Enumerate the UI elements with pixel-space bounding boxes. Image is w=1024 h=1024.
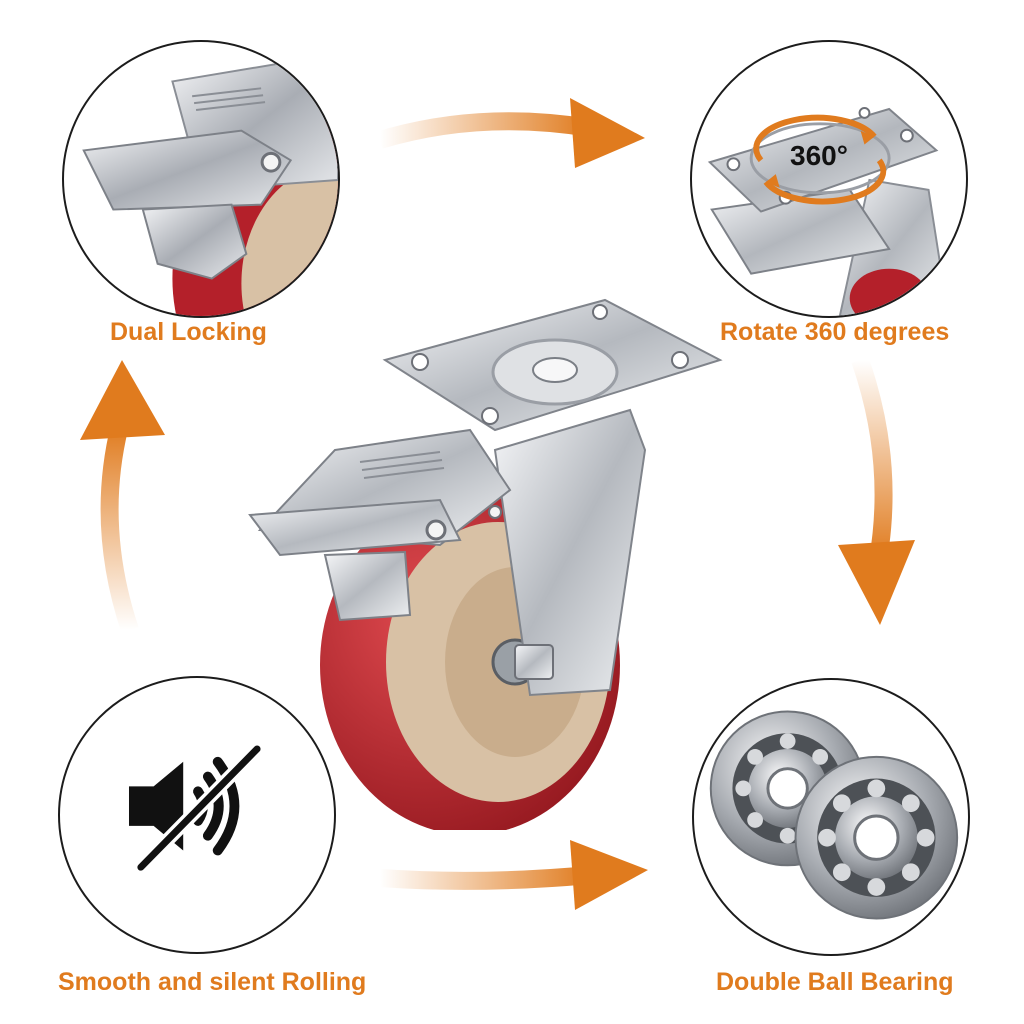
arrow-right-down-icon <box>838 357 915 625</box>
rotate-circle: 360° <box>690 40 968 318</box>
dual-locking-label: Dual Locking <box>110 318 267 346</box>
bearing-label: Double Ball Bearing <box>716 968 954 996</box>
mute-speaker-icon <box>128 742 265 875</box>
caster-wheel-icon <box>248 298 723 830</box>
bearing-right <box>794 755 959 920</box>
rotate-label: Rotate 360 degrees <box>720 318 950 346</box>
arrow-left-up-icon <box>80 360 165 633</box>
silent-circle <box>58 676 336 954</box>
dual-locking-circle <box>62 40 340 318</box>
silent-label: Smooth and silent Rolling <box>58 968 367 996</box>
swivel-plate-icon <box>707 107 950 316</box>
rotate-badge: 360° <box>790 140 848 171</box>
arrow-bottom-right-icon <box>379 840 648 910</box>
arrow-top-right-icon <box>377 98 645 168</box>
bearing-circle <box>692 678 970 956</box>
lock-closeup-icon <box>82 60 338 316</box>
ball-bearing-icon <box>709 710 959 920</box>
